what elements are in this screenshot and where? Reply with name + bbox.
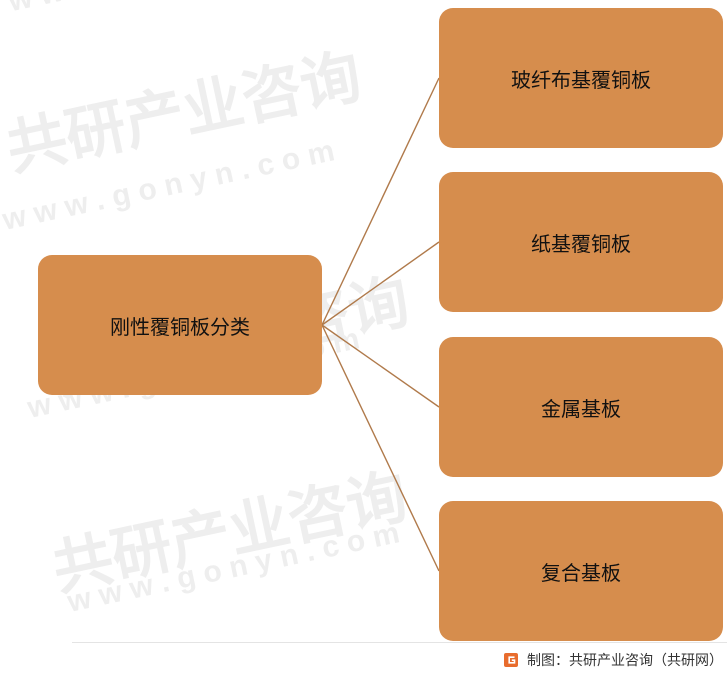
child-node-1-label: 玻纤布基覆铜板 <box>511 67 651 92</box>
watermark-brand-bottom: 共研产业咨询 <box>47 462 413 602</box>
child-node-3-label: 金属基板 <box>541 396 621 421</box>
watermark-brand-top: 共研产业咨询 <box>1 42 367 182</box>
child-node-4: 复合基板 <box>439 501 723 641</box>
child-node-2: 纸基覆铜板 <box>439 172 723 312</box>
root-node-label: 刚性覆铜板分类 <box>110 314 250 339</box>
connector-line-4 <box>321 324 440 572</box>
root-node: 刚性覆铜板分类 <box>38 255 322 395</box>
watermark-domain-bottom: w w w . g o n y n . c o m <box>64 516 403 619</box>
child-node-2-label: 纸基覆铜板 <box>531 231 631 256</box>
connector-line-3 <box>321 324 440 408</box>
source-text: 制图：共研产业咨询（共研网） <box>527 653 723 669</box>
source-credit: 制图：共研产业咨询（共研网） <box>503 649 723 671</box>
child-node-4-label: 复合基板 <box>541 560 621 585</box>
connector-line-1 <box>321 77 440 326</box>
footer-divider <box>72 642 727 643</box>
gonyn-logo-icon <box>504 653 518 667</box>
child-node-1: 玻纤布基覆铜板 <box>439 8 723 148</box>
watermark-domain-top: w w w . g o n y n . c o m <box>0 134 337 237</box>
watermark-domain-top-left: w w w . g o n y n . c o m <box>0 0 312 25</box>
child-node-3: 金属基板 <box>439 337 723 477</box>
connector-line-2 <box>321 241 440 326</box>
